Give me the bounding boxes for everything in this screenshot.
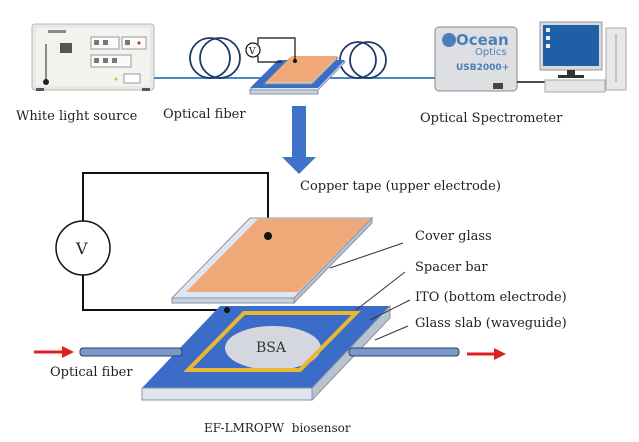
voltmeter bbox=[55, 220, 111, 276]
spacer-bar-label: Spacer bar bbox=[415, 260, 488, 275]
output-fiber bbox=[348, 347, 460, 357]
bsa-label: BSA bbox=[256, 340, 287, 356]
ito-label: ITO (bottom electrode) bbox=[415, 290, 567, 305]
input-light-arrow bbox=[34, 346, 74, 358]
spectrometer-label: Optical Spectrometer bbox=[420, 111, 563, 126]
leader-lines bbox=[329, 242, 411, 341]
bottom-optical-fiber-label: Optical fiber bbox=[50, 365, 133, 380]
glass-slab-label: Glass slab (waveguide) bbox=[415, 316, 567, 331]
copper-tape-label: Copper tape (upper electrode) bbox=[300, 179, 501, 194]
output-light-arrow bbox=[467, 348, 506, 360]
fiber-coil-right bbox=[339, 41, 387, 79]
top-optical-fiber-label: Optical fiber bbox=[163, 107, 246, 122]
voltmeter-symbol: V bbox=[75, 239, 88, 258]
white-light-source-label: White light source bbox=[16, 109, 138, 124]
spectrometer-device: Ocean Optics USB2000+ bbox=[434, 26, 518, 92]
bsa-region bbox=[225, 326, 321, 370]
spectrometer-brand-ocean: Ocean bbox=[456, 31, 509, 49]
input-fiber bbox=[79, 347, 183, 357]
cover-glass-label: Cover glass bbox=[415, 229, 492, 244]
bottom-electrode-contact bbox=[224, 307, 230, 313]
upper-electrode-contact bbox=[264, 232, 272, 240]
spectrometer-brand-optics: Optics bbox=[475, 47, 507, 58]
down-arrow bbox=[282, 106, 316, 174]
fiber-coil-left bbox=[189, 37, 241, 79]
spacer-bar-frame bbox=[183, 311, 361, 372]
circuit-wire-top bbox=[82, 172, 269, 234]
small-sensor-device: V bbox=[245, 37, 347, 95]
small-voltmeter-symbol: V bbox=[248, 47, 256, 57]
spectrometer-model: USB2000+ bbox=[456, 63, 509, 73]
computer-icon bbox=[539, 21, 627, 93]
diagram-caption: EF-LMROPW biosensor bbox=[204, 421, 351, 435]
white-light-source-device bbox=[31, 23, 155, 91]
circuit-wire-bottom bbox=[82, 275, 224, 311]
cover-glass-with-copper bbox=[170, 216, 374, 305]
